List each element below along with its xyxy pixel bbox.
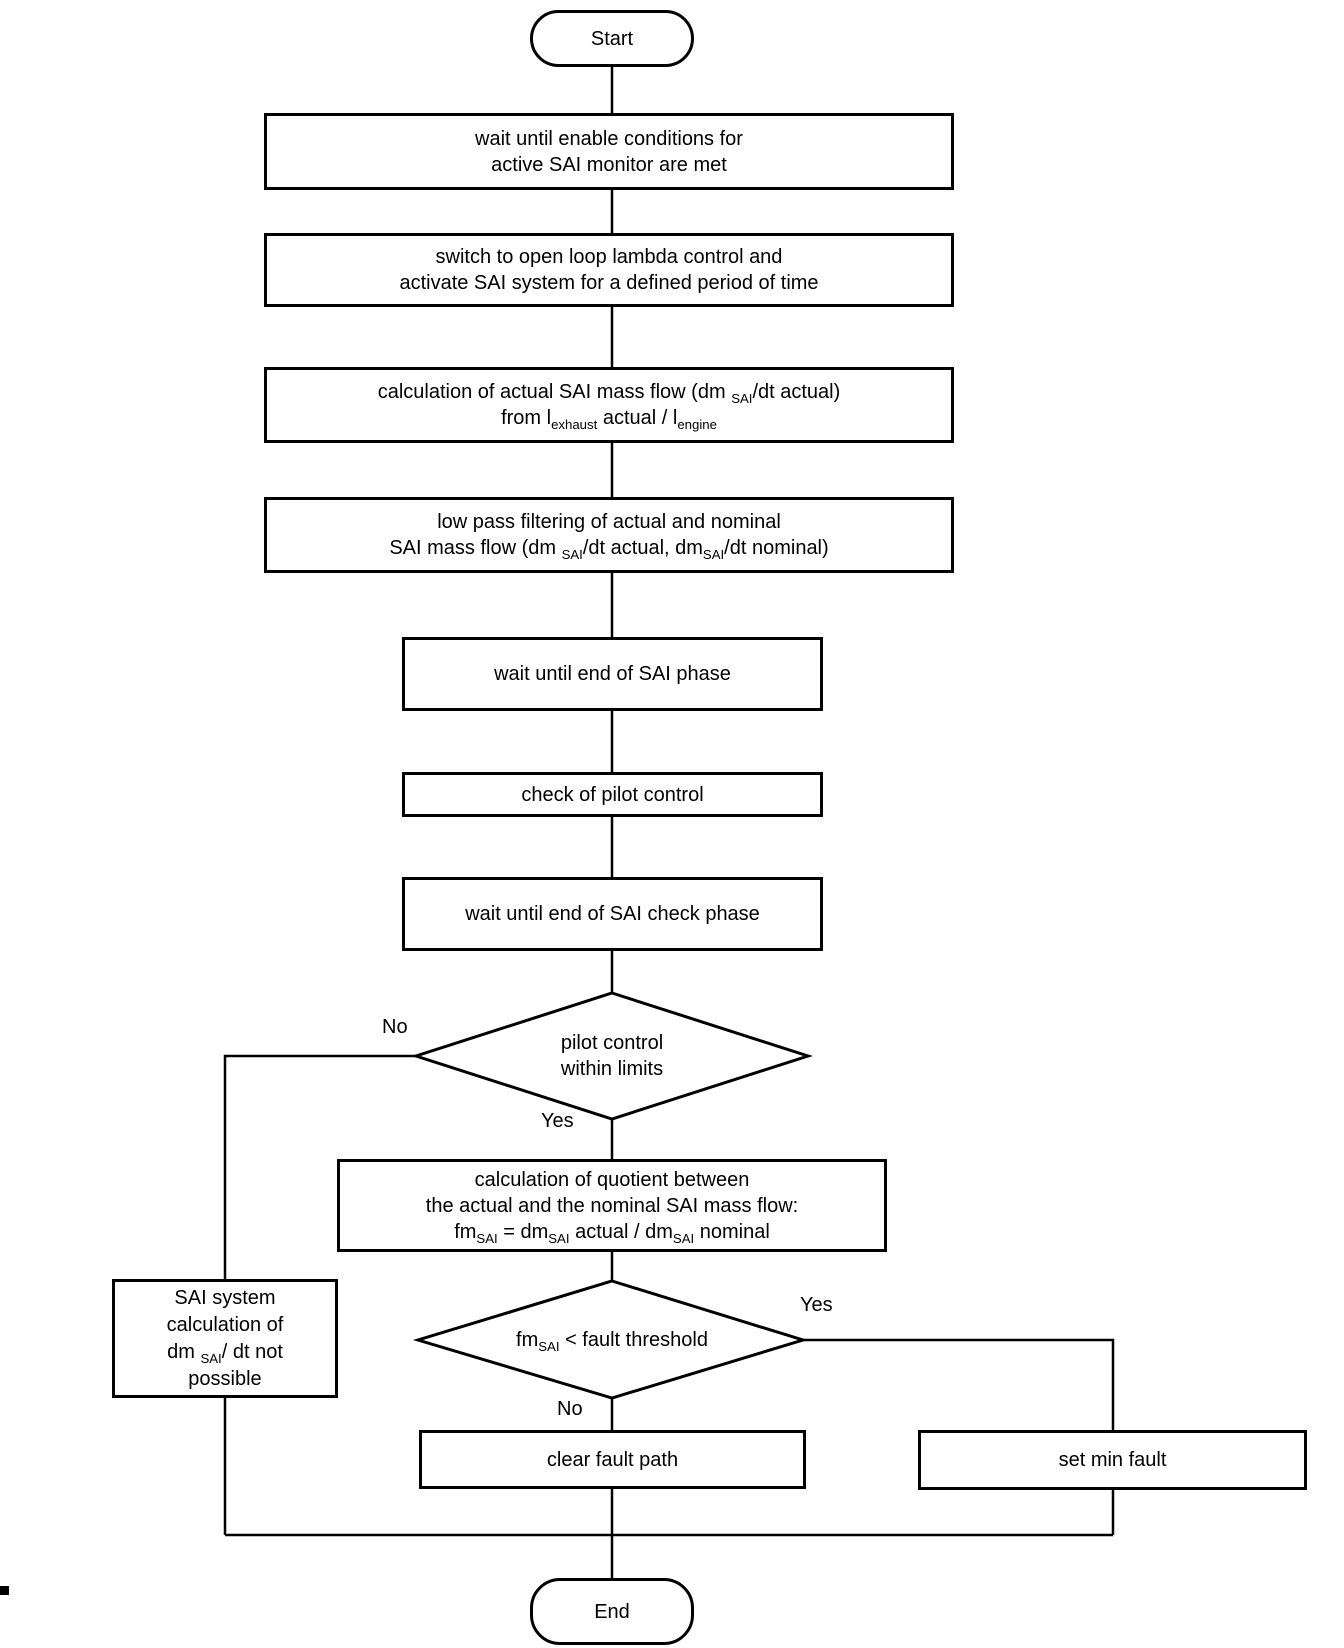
- start-terminator: Start: [530, 10, 694, 67]
- branch-label-threshold-yes: Yes: [800, 1294, 833, 1316]
- process-check-pilot-control: check of pilot control: [402, 772, 823, 817]
- process-lowpass-line2: SAI mass flow (dm SAI/dt actual, dmSAI/d…: [389, 537, 829, 562]
- process-wait-check-line1: wait until end of SAI check phase: [465, 903, 760, 925]
- process-wait-end-line1: wait until end of SAI phase: [494, 663, 731, 685]
- decision-threshold-text: fmSAI < fault threshold: [462, 1326, 762, 1354]
- process-wait-enable-line2: active SAI monitor are met: [491, 153, 727, 176]
- branch-label-threshold-no: No: [557, 1398, 583, 1420]
- process-quotient-line3: fmSAI = dmSAI actual / dmSAI nominal: [454, 1220, 770, 1246]
- decision-pilot-line2: within limits: [560, 1058, 664, 1080]
- process-clear-fault-line1: clear fault path: [546, 1448, 679, 1471]
- process-sai-np-line3: dm SAI/ dt not: [167, 1340, 283, 1366]
- process-sai-not-possible: SAI system calculation of dm SAI/ dt not…: [112, 1279, 338, 1398]
- process-check-pilot-line1: check of pilot control: [521, 783, 704, 806]
- branch-label-pilot-no: No: [382, 1016, 408, 1038]
- process-clear-fault-path: clear fault path: [419, 1430, 806, 1489]
- process-quotient-line2: the actual and the nominal SAI mass flow…: [425, 1194, 799, 1217]
- process-calc-actual-line1: calculation of actual SAI mass flow (dm …: [377, 381, 841, 406]
- page-edge-artifact: [0, 1586, 9, 1595]
- process-wait-end-sai-phase: wait until end of SAI phase: [402, 637, 823, 711]
- process-low-pass-filter: low pass filtering of actual and nominal…: [264, 497, 954, 573]
- process-set-min-line1: set min fault: [1058, 1449, 1167, 1471]
- branch-label-pilot-yes: Yes: [541, 1110, 574, 1132]
- decision-threshold-line1: fmSAI < fault threshold: [516, 1329, 708, 1354]
- process-wait-enable-line1: wait until enable conditions for: [475, 127, 743, 150]
- process-sai-np-line1: SAI system: [174, 1286, 276, 1309]
- decision-pilot-line1: pilot control: [560, 1032, 664, 1054]
- process-lowpass-line1: low pass filtering of actual and nominal: [437, 511, 781, 533]
- process-switch-open-loop: switch to open loop lambda control and a…: [264, 233, 954, 307]
- end-terminator: End: [530, 1578, 694, 1645]
- process-calc-actual-flow: calculation of actual SAI mass flow (dm …: [264, 367, 954, 443]
- process-set-min-fault: set min fault: [918, 1430, 1307, 1490]
- process-wait-enable: wait until enable conditions for active …: [264, 113, 954, 190]
- process-calc-actual-line2: from lexhaust actual / lengine: [501, 407, 717, 432]
- decision-pilot-text: pilot control within limits: [492, 1020, 732, 1092]
- process-switch-line2: activate SAI system for a defined period…: [399, 272, 819, 294]
- process-sai-np-line4: possible: [188, 1367, 262, 1390]
- edge-decision1-no-to-sai-box: [223, 1054, 416, 1279]
- process-switch-line1: switch to open loop lambda control and: [435, 246, 783, 268]
- process-calc-quotient: calculation of quotient between the actu…: [337, 1159, 887, 1252]
- decision-threshold-diamond: [412, 1279, 809, 1400]
- process-sai-np-line2: calculation of: [166, 1313, 284, 1336]
- process-quotient-line1: calculation of quotient between: [474, 1168, 750, 1191]
- edge-decision2-yes-to-setmin: [803, 1338, 1115, 1430]
- decision-pilot-diamond: [411, 991, 813, 1121]
- process-wait-end-check-phase: wait until end of SAI check phase: [402, 877, 823, 951]
- end-label: End: [594, 1600, 630, 1623]
- start-label: Start: [590, 27, 634, 50]
